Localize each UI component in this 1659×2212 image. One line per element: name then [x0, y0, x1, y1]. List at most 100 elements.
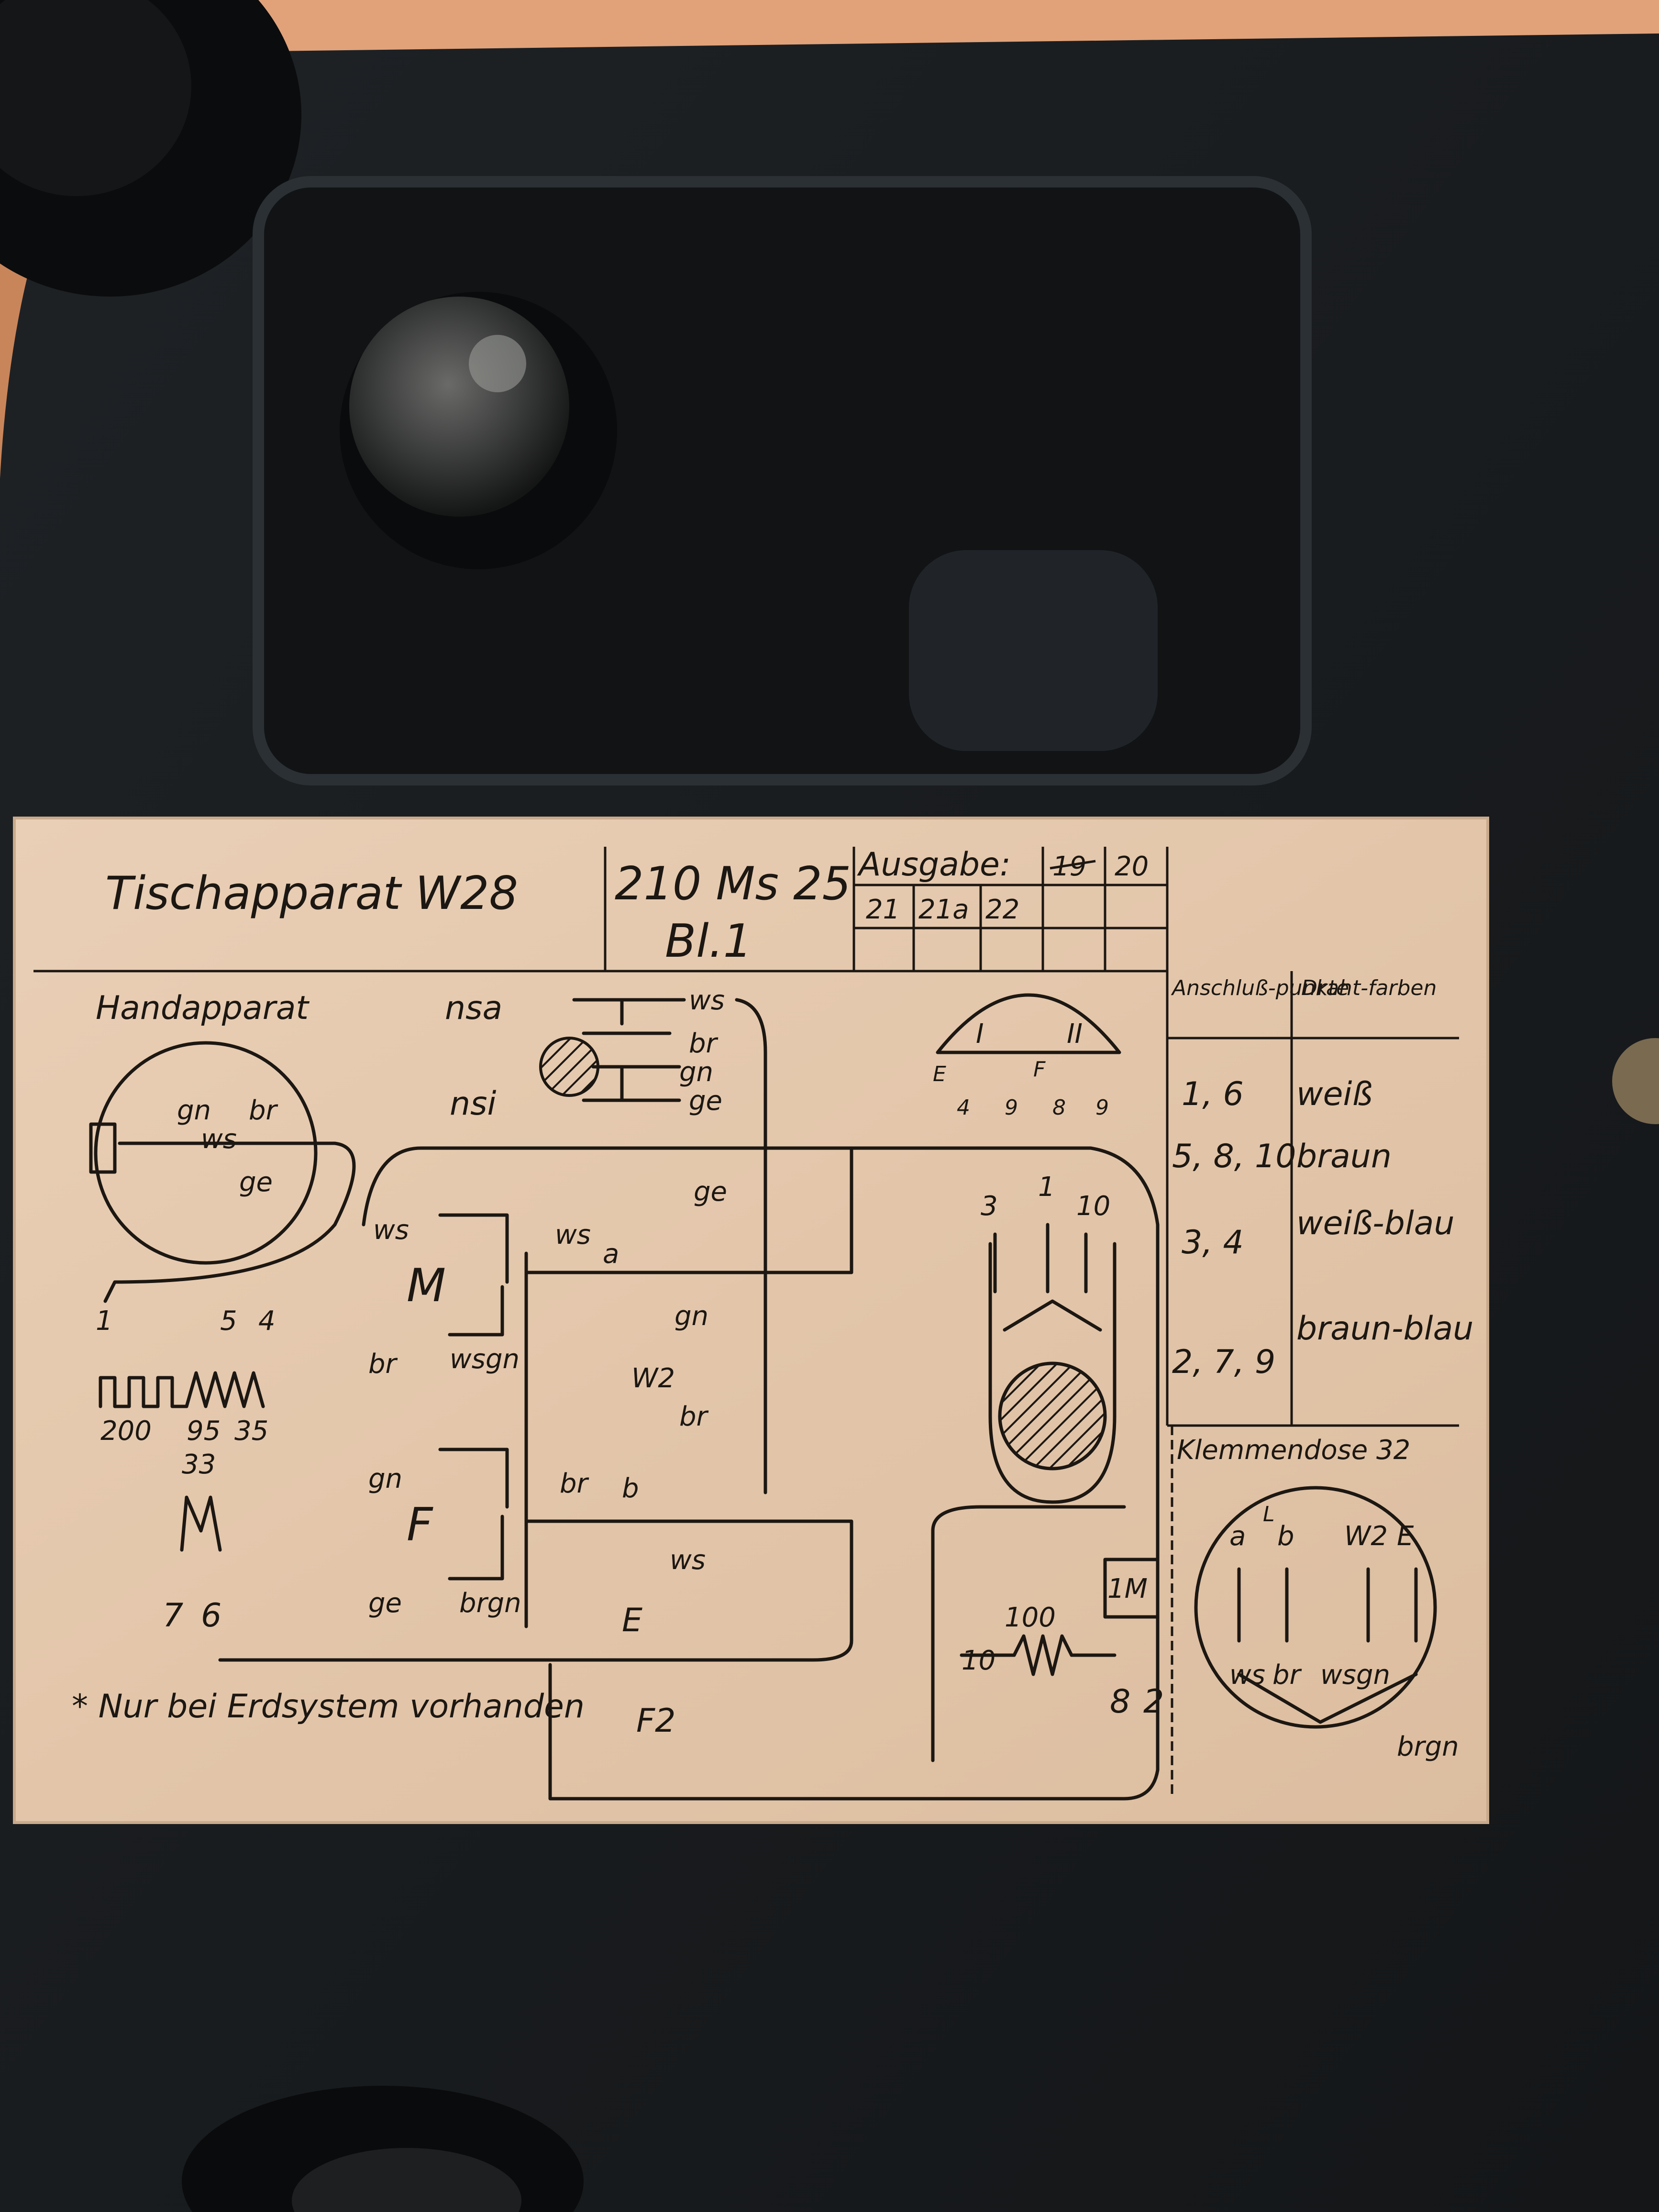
table-header-colors: Draht-farben [1301, 976, 1437, 1000]
res-10: 10 [962, 1645, 995, 1676]
a-label: a [603, 1239, 619, 1270]
num-bottom-6: 6 [201, 1597, 221, 1635]
bell-9b: 9 [1095, 1095, 1109, 1120]
kd-wsgn: wsgn [1320, 1659, 1390, 1691]
handset-plug-key [89, 1122, 117, 1174]
hand-br: br [249, 1095, 278, 1126]
mid-br: br [560, 1468, 589, 1499]
right-ws: ws [670, 1545, 706, 1576]
bell-10: 10 [1076, 1191, 1110, 1222]
e-label: E [622, 1602, 642, 1639]
label-paper [13, 817, 1489, 1824]
label-title: Tischapparat W28 [105, 867, 518, 920]
klemmendose-circle [1194, 1486, 1437, 1729]
left-br: br [368, 1349, 398, 1380]
cap-8: 8 [1110, 1683, 1130, 1721]
term-a: a [1229, 1521, 1246, 1552]
num-bottom-7: 7 [163, 1597, 183, 1635]
term-E: E [1397, 1521, 1414, 1552]
kd-br: br [1272, 1659, 1302, 1691]
klemmendose: Klemmendose 32 a b L W2 E ws br wsgn brg… [1177, 1435, 1459, 1762]
handapparat-section: Handapparat gn br ws ge 1 5 4 200 95 35 … [72, 989, 585, 1725]
table-points-4: 2, 7, 9 [1172, 1343, 1275, 1381]
num-left-1: 1 [96, 1305, 113, 1337]
coil-33: 33 [182, 1449, 216, 1480]
res-95: 95 [187, 1416, 221, 1447]
num-left-4: 4 [258, 1305, 276, 1337]
panel-sheen [909, 550, 1158, 751]
num-left-5: 5 [220, 1305, 237, 1337]
knob-wear [469, 335, 526, 392]
rubber-foot-bottom-inner [292, 2148, 521, 2212]
nsa-cable [735, 998, 767, 1494]
nsa-ge: ge [689, 1085, 722, 1117]
left-ge: ge [368, 1588, 402, 1619]
edition-21a: 21a [918, 894, 969, 925]
f-label: F [407, 1499, 433, 1551]
bell-contacts [993, 1223, 1102, 1332]
bell-II: II [1067, 1018, 1083, 1050]
nsi-label: nsi [450, 1085, 497, 1123]
ringer: I II E 4 9 F 8 9 3 1 10 100 10 1M 8 2 [931, 993, 1164, 1762]
f2-label: F2 [636, 1702, 675, 1740]
term-W2: W2 [1344, 1521, 1388, 1552]
dial-contacts: nsa nsi ws br gn ge [445, 985, 767, 1494]
kd-brgn: brgn [1397, 1731, 1459, 1762]
bell-dome [936, 993, 1121, 1054]
nsa-ws: ws [689, 985, 725, 1016]
bell-E: E [933, 1062, 946, 1086]
cap-2: 2 [1143, 1683, 1164, 1721]
wiring-label: Tischapparat W28 210 Ms 25 Bl.1 Ausgabe:… [13, 817, 1489, 1824]
table-points-2: 5, 8, 10 [1172, 1138, 1296, 1175]
left-ws: ws [373, 1215, 409, 1246]
metal-post [1612, 1038, 1659, 1124]
label-sheet: Bl.1 [665, 915, 752, 968]
w2-label: W2 [631, 1363, 675, 1394]
right-gn: gn [675, 1301, 708, 1332]
res-100-shape [960, 1634, 1117, 1676]
capacitor-box [1103, 1558, 1160, 1619]
nsa-label: nsa [445, 989, 502, 1027]
mid-wsgn: wsgn [450, 1344, 520, 1375]
mid-brgn: brgn [459, 1588, 521, 1619]
resistor-network [99, 1371, 265, 1408]
res-35: 35 [234, 1416, 268, 1447]
coil-shape [180, 1495, 222, 1552]
mid-ws: ws [555, 1219, 591, 1250]
nsa-gn: gn [679, 1057, 713, 1088]
edition-19-strike [1050, 860, 1096, 870]
bell-cable [931, 1505, 1126, 1762]
hand-ge: ge [239, 1167, 273, 1198]
kd-ws: ws [1229, 1659, 1265, 1691]
nsa-br: br [689, 1028, 719, 1059]
label-code: 210 Ms 25 [615, 858, 851, 910]
bell-F: F [1033, 1057, 1046, 1082]
bell-loop [988, 1242, 1117, 1504]
main-cable-bottom [218, 1519, 853, 1662]
bell-8: 8 [1052, 1095, 1066, 1120]
edition-21: 21 [866, 894, 900, 925]
handapparat-title: Handapparat [96, 989, 310, 1027]
switch-springs [438, 1213, 528, 1628]
handset-plug-circle [94, 1041, 318, 1265]
table-points-1: 1, 6 [1182, 1075, 1244, 1113]
knob [349, 297, 569, 517]
cable-to-bell [548, 1146, 1160, 1801]
table-points-3: 3, 4 [1182, 1224, 1244, 1261]
res-100: 100 [1005, 1602, 1056, 1633]
left-gn: gn [368, 1463, 402, 1494]
main-cable-top [362, 1146, 853, 1274]
wire-color-table: Anschluß-punkte Draht-farben 1, 6 weiß 5… [1166, 971, 1473, 1427]
bell-4: 4 [957, 1095, 970, 1120]
klemmendose-terminals [1237, 1567, 1418, 1724]
footnote-line-1: * Nur bei Erdsystem vorhanden [72, 1688, 585, 1725]
edition-22: 22 [985, 894, 1019, 925]
capacitor-label: 1M [1107, 1573, 1148, 1604]
bell-magnet [998, 1361, 1107, 1471]
klemmendose-title: Klemmendose 32 [1177, 1435, 1410, 1466]
nsa-contacts [572, 998, 686, 1102]
hand-gn: gn [177, 1095, 211, 1126]
right-br: br [679, 1401, 709, 1432]
handset-cable [103, 1141, 356, 1303]
